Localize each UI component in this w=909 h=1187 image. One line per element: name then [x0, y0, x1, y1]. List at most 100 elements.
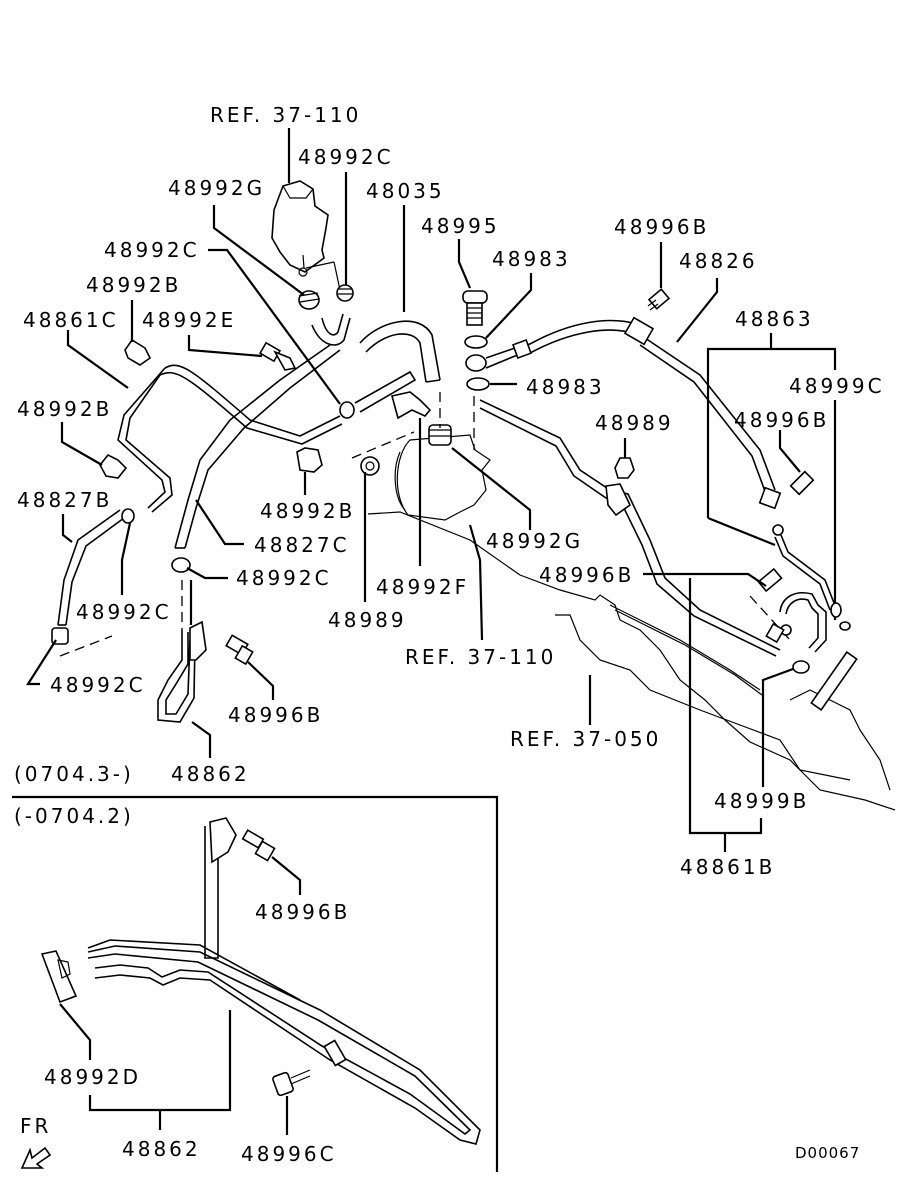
hose-short[interactable]: [311, 317, 351, 346]
pipe-48863[interactable]: [772, 524, 851, 631]
label-48992C-c[interactable]: 48992C: [76, 600, 172, 624]
bolt-48996B-upper[interactable]: [647, 288, 671, 311]
clip-48992B-left[interactable]: [99, 453, 128, 479]
label-ref-37-050[interactable]: REF. 37-050: [510, 727, 661, 751]
label-48996B-e[interactable]: 48996B: [255, 900, 350, 924]
leader-48992G-a: [212, 205, 305, 296]
label-ref-37-110-top[interactable]: REF. 37-110: [210, 103, 361, 127]
leader-48996B-c: [643, 572, 767, 587]
label-48992F[interactable]: 48992F: [376, 575, 469, 599]
label-48983-a[interactable]: 48983: [492, 247, 571, 271]
label-48996B-d[interactable]: 48996B: [228, 703, 323, 727]
bolt-48996B-inset[interactable]: [241, 829, 276, 862]
pressure-hose-48826[interactable]: [465, 316, 782, 510]
label-48995[interactable]: 48995: [421, 214, 500, 238]
hose-clamp-48992G[interactable]: [298, 290, 320, 310]
leader-48992B-c: [60, 422, 103, 466]
bolt-48996B-pipe[interactable]: [225, 634, 254, 666]
label-applies-0704-2: (-0704.2): [14, 804, 134, 828]
label-48996C[interactable]: 48996C: [241, 1142, 337, 1166]
hose-clamp-48992C-mid[interactable]: [339, 370, 417, 419]
steering-gear-ref: [519, 574, 896, 811]
return-pipe-48861C[interactable]: [117, 364, 343, 513]
leader-48996B-e: [271, 856, 302, 895]
clip-48992E[interactable]: [258, 341, 297, 371]
label-48992E[interactable]: 48992E: [142, 308, 236, 332]
hose-clamp-48992C-pipe[interactable]: [171, 557, 191, 573]
label-48861B[interactable]: 48861B: [680, 855, 775, 879]
label-48827C[interactable]: 48827C: [254, 533, 350, 557]
hose-clamp-48992C-top[interactable]: [336, 284, 354, 302]
label-48996B-c[interactable]: 48996B: [539, 563, 634, 587]
bracket-48862-inset: [88, 1010, 232, 1112]
label-48992G-a[interactable]: 48992G: [168, 176, 265, 200]
label-48827B[interactable]: 48827B: [17, 488, 112, 512]
label-48992C-e[interactable]: 48992C: [236, 566, 332, 590]
label-48999C[interactable]: 48999C: [789, 374, 885, 398]
diagram-code: D00067: [795, 1144, 860, 1162]
label-48862-a[interactable]: 48862: [171, 762, 250, 786]
label-48862-b[interactable]: 48862: [122, 1137, 201, 1161]
reservoir-ref: [271, 180, 329, 277]
label-48983-b[interactable]: 48983: [526, 375, 605, 399]
bolt-48996C[interactable]: [272, 1069, 311, 1097]
bolt-48996B-gear[interactable]: [757, 567, 783, 593]
pipe-48862-main[interactable]: [157, 580, 207, 723]
hose-48827C[interactable]: [174, 344, 341, 549]
leader-48992C-d: [25, 639, 57, 686]
label-48863[interactable]: 48863: [735, 307, 814, 331]
label-48989-a[interactable]: 48989: [595, 411, 674, 435]
washer-48983-upper[interactable]: [464, 335, 488, 349]
label-ref-37-110-mid[interactable]: REF. 37-110: [405, 645, 556, 669]
label-48035[interactable]: 48035: [366, 179, 445, 203]
leader-48862-a: [191, 721, 212, 758]
leader-48827C: [195, 499, 244, 546]
hose-clamp-48992C-left[interactable]: [121, 508, 135, 524]
label-48992C-d[interactable]: 48992C: [50, 673, 146, 697]
leader-48992D: [59, 1003, 92, 1060]
label-48992C-a[interactable]: 48992C: [298, 145, 394, 169]
label-48989-b[interactable]: 48989: [328, 608, 407, 632]
leader-48999B: [761, 667, 794, 787]
clip-48992B-mid[interactable]: [296, 447, 323, 473]
hose-48827B[interactable]: [57, 509, 125, 626]
leader-48995: [457, 239, 472, 289]
leader-48826: [676, 278, 719, 343]
leader-48992G-b: [451, 447, 532, 530]
leader-48992C-c: [120, 522, 132, 595]
label-applies-0704-3: (0704.3-): [14, 762, 134, 786]
clip-48992B-top[interactable]: [124, 338, 152, 366]
front-arrow-icon: [20, 1146, 52, 1169]
label-48861C[interactable]: 48861C: [23, 308, 119, 332]
label-48999B[interactable]: 48999B: [714, 789, 809, 813]
label-48992B-a[interactable]: 48992B: [86, 273, 181, 297]
pipe-48862-inset[interactable]: [87, 817, 481, 1145]
inset-border: [12, 795, 499, 1172]
leader-48992C-b: [208, 248, 341, 405]
leader-48983-a: [485, 273, 533, 339]
pressure-pipe[interactable]: [479, 399, 781, 657]
label-fr: FR: [20, 1114, 51, 1138]
washer-48983-lower[interactable]: [466, 377, 490, 391]
label-48992B-b[interactable]: 48992B: [260, 499, 355, 523]
o-ring-48999B[interactable]: [792, 660, 810, 674]
label-48992B-c[interactable]: 48992B: [17, 397, 112, 421]
leader-48827B: [61, 514, 73, 543]
bolt-48996B-right[interactable]: [789, 470, 815, 496]
clip-48992D[interactable]: [40, 950, 78, 1004]
label-48996B-b[interactable]: 48996B: [734, 408, 829, 432]
leader-48992E: [187, 335, 263, 358]
label-48992D[interactable]: 48992D: [44, 1065, 141, 1089]
label-48996B-a[interactable]: 48996B: [614, 215, 709, 239]
label-48992G-b[interactable]: 48992G: [486, 529, 583, 553]
hose-clamp-48992G-pump[interactable]: [428, 424, 452, 446]
fitting-48992F[interactable]: [391, 391, 432, 420]
label-48992C-b[interactable]: 48992C: [104, 238, 200, 262]
gear-fitting[interactable]: [765, 592, 827, 653]
banjo-bolt-48995[interactable]: [462, 290, 488, 326]
nut-48989-top[interactable]: [614, 457, 635, 479]
nut-48989-pump[interactable]: [360, 456, 380, 476]
leader-48992C-e: [186, 567, 228, 580]
hose-48035[interactable]: [359, 320, 441, 383]
label-48826[interactable]: 48826: [679, 249, 758, 273]
